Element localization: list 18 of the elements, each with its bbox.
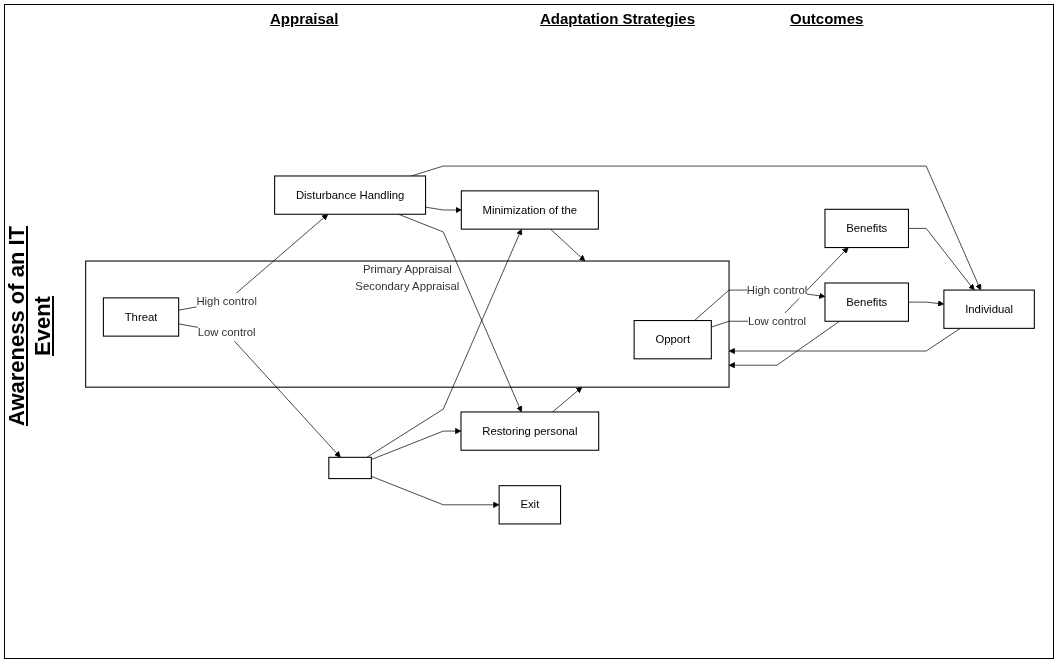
edge-label: High control [196, 295, 257, 308]
node-box: Opport [633, 320, 712, 360]
node-box: Individual [943, 289, 1035, 329]
node-box [328, 456, 372, 480]
node-box: Exit [498, 485, 562, 525]
column-heading: Outcomes [790, 10, 864, 27]
node-box: Threat [102, 297, 180, 337]
node-box: Benefits [824, 282, 909, 322]
node-box: Restoring personal [460, 411, 600, 451]
diagram-title: Awareness of an IT Event [4, 224, 56, 429]
node-box: Disturbance Handling [274, 175, 427, 215]
edge-label: Low control [197, 326, 256, 339]
column-heading: Adaptation Strategies [540, 10, 696, 27]
node-box: Benefits [824, 208, 909, 249]
edge-label: High control [746, 283, 808, 296]
edge-label: Low control [748, 314, 806, 327]
column-heading: Appraisal [270, 10, 339, 27]
node-box: Minimization of the [460, 190, 599, 230]
